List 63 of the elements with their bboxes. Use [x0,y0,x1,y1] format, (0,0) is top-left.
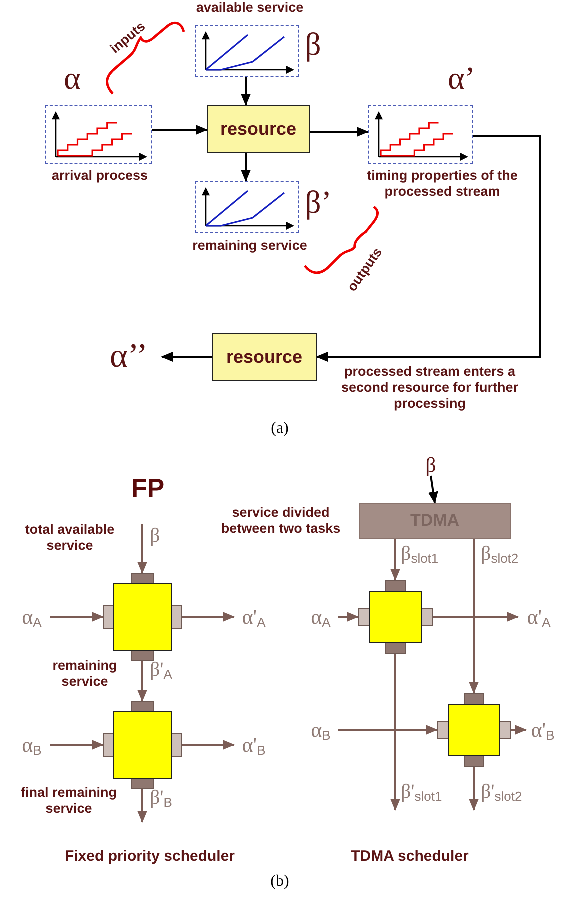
annotation: Fixed priority scheduler [64,848,236,866]
arrow [241,153,251,182]
arrow [469,767,479,811]
stream-symbol: α'$_{A}$ [234,604,274,630]
processing-block [437,693,511,767]
arrow [469,539,479,694]
stream-symbol: β [422,452,440,476]
edge-label: β'$_{B}$ [150,788,172,809]
curve-caption: available service [195,0,305,16]
figure-caption: (b) [270,873,290,892]
stream-symbol: α$_{B}$ [14,732,50,758]
arrow [152,125,208,135]
processing-block [103,573,182,661]
curve-caption: timing properties of the processed stream [366,168,519,200]
arrow [161,352,212,362]
arrow [182,612,235,622]
arrow [338,725,438,735]
arrow [310,127,369,137]
stream-symbol: α$_{A}$ [304,604,338,630]
annotation: service divided between two tasks [220,505,342,536]
annotation: final remaining service [20,785,118,816]
resource-box: resource [207,105,310,153]
stream-symbol: α'$_{B}$ [526,717,560,743]
annotation: TDMA scheduler [350,848,470,866]
edge-label: β$_{slot1}$ [401,544,439,565]
arrow [338,612,359,622]
figure-caption: (a) [270,420,290,438]
curve-symbol: α [64,62,82,94]
annotation: FP [130,474,166,504]
edge-label: β'$_{slot2}$ [481,782,522,803]
stream-symbol: α’’ [110,337,162,377]
stream-symbol: α$_{A}$ [14,604,50,630]
arrow [182,740,235,750]
arrow [138,661,148,702]
arrow [390,654,400,811]
resource-box: resource [212,333,317,381]
curve-caption: remaining service [192,238,308,254]
arrow [138,524,148,574]
edge-label: β [150,526,160,546]
arrow [390,539,400,581]
arrow [138,789,148,823]
curve-symbol: α’ [448,62,476,94]
annotation: remaining service [52,658,118,690]
arrow [50,612,104,622]
annotation: total available service [24,522,116,554]
arrow [316,135,541,362]
edge-label: β'$_{A}$ [150,660,172,681]
edge-label: β$_{slot2}$ [481,544,519,565]
stream-symbol: α'$_{A}$ [518,604,560,630]
processing-block [358,580,433,654]
edge-label: processed stream enters a second resource for further processing [340,364,520,413]
curve-caption: arrival process [50,168,150,184]
processing-block [103,701,182,789]
arrow [433,612,519,622]
arrow [428,476,438,504]
edge-label: β'$_{slot1}$ [401,782,442,803]
curve-symbol: β’ [305,186,333,218]
stream-symbol: α'$_{B}$ [234,732,274,758]
curve-symbol: β [305,28,322,60]
arrow [511,725,527,735]
stream-symbol: α$_{B}$ [304,717,338,743]
arrow [50,740,104,750]
arrow [241,77,251,106]
